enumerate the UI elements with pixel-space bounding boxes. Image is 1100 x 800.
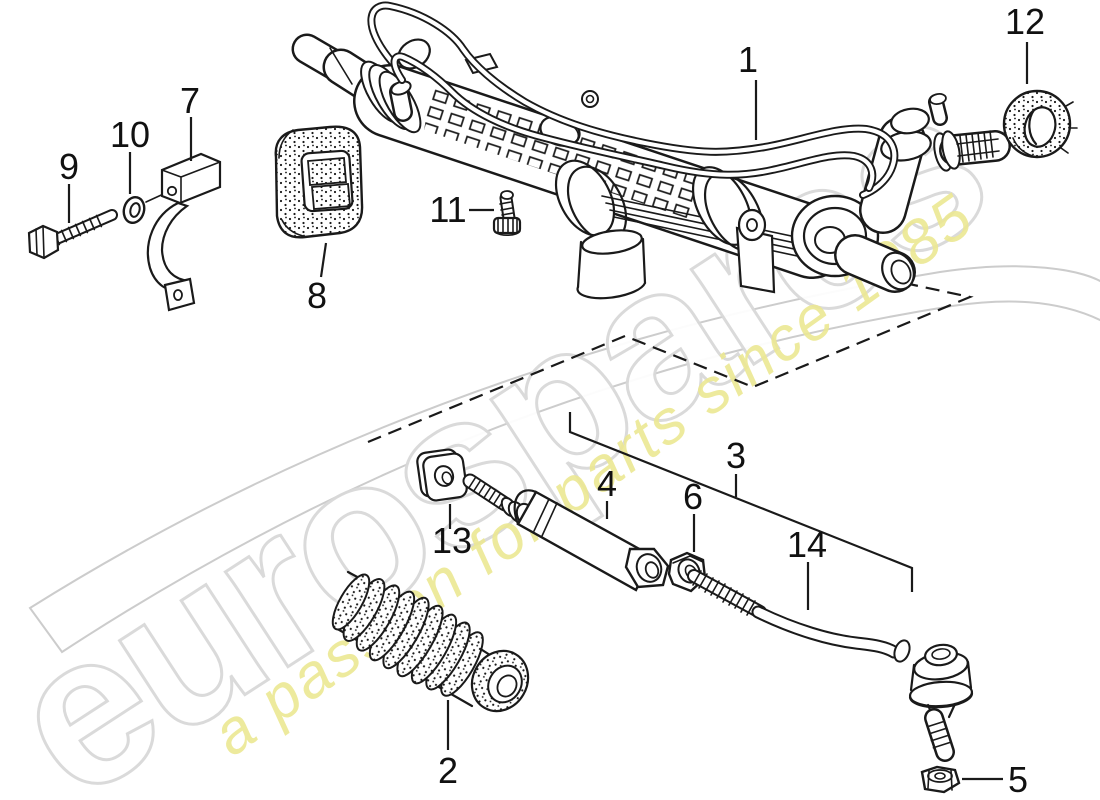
- leader-lines: [67, 42, 1029, 781]
- part-12-bushing-ring: [1002, 89, 1078, 159]
- callout-9[interactable]: 9: [59, 146, 79, 187]
- part-11-screw: [492, 190, 522, 237]
- part-8-rubber-mount: [274, 125, 364, 239]
- part-1-steering-gear-assembly: [291, 1, 1011, 300]
- callout-6[interactable]: 6: [683, 476, 703, 517]
- callout-11[interactable]: 11: [429, 189, 466, 230]
- callout-8[interactable]: 8: [307, 275, 327, 316]
- callout-3[interactable]: 3: [726, 435, 746, 476]
- callout-2[interactable]: 2: [438, 750, 458, 791]
- callouts: 1 2 3 4 5 6 7 8 9 10 11 12 13 14: [59, 1, 1045, 800]
- callout-12[interactable]: 12: [1005, 1, 1045, 42]
- part-7-clamp-bracket: [146, 152, 222, 312]
- hydraulic-pipes: [367, 1, 899, 199]
- part-13-square-nut: [416, 448, 468, 502]
- callout-10[interactable]: 10: [110, 114, 150, 155]
- leader-bracket-3: [568, 412, 914, 592]
- part-4-inner-tie-rod: [462, 473, 670, 592]
- callout-7[interactable]: 7: [180, 80, 200, 121]
- callout-5[interactable]: 5: [1008, 759, 1028, 800]
- callout-1[interactable]: 1: [738, 39, 758, 80]
- leader-line-8: [319, 242, 328, 278]
- callout-4[interactable]: 4: [597, 463, 617, 504]
- part-2-boot-bellows: [331, 570, 530, 713]
- callout-14[interactable]: 14: [787, 524, 827, 565]
- callout-13[interactable]: 13: [432, 520, 472, 561]
- alignment-dashed-line: [367, 260, 974, 444]
- part-14-tie-rod: [687, 569, 901, 659]
- part-3-tie-rod-end: [893, 639, 974, 762]
- watermark-swoosh: [28, 265, 1100, 654]
- part-5-nut: [920, 765, 961, 794]
- part-9-bolt: [27, 209, 118, 260]
